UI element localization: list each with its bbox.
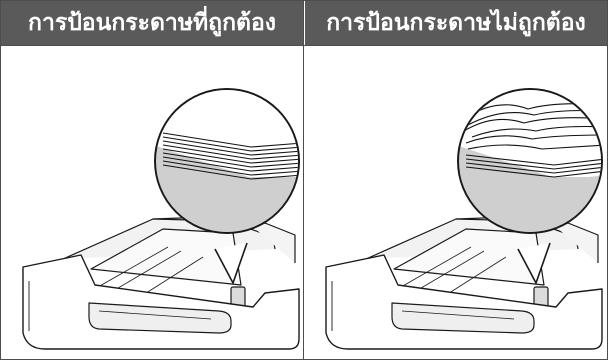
correct-loading-title: การป้อนกระดาษที่ถูกต้อง	[1, 1, 303, 45]
incorrect-loading-panel	[306, 49, 606, 357]
magnifier-pointer	[214, 242, 248, 284]
paper-tray-icon	[325, 216, 603, 350]
tray-illustration-correct	[22, 88, 300, 350]
tray-illustration-incorrect	[325, 88, 603, 350]
correct-loading-panel	[3, 49, 303, 357]
header-divider	[1, 45, 607, 46]
incorrect-loading-title: การป้อนกระดาษไม่ถูกต้อง	[305, 1, 607, 45]
magnifier-pointer	[517, 242, 551, 284]
paper-tray-icon	[22, 216, 300, 350]
panel-divider	[303, 1, 304, 359]
